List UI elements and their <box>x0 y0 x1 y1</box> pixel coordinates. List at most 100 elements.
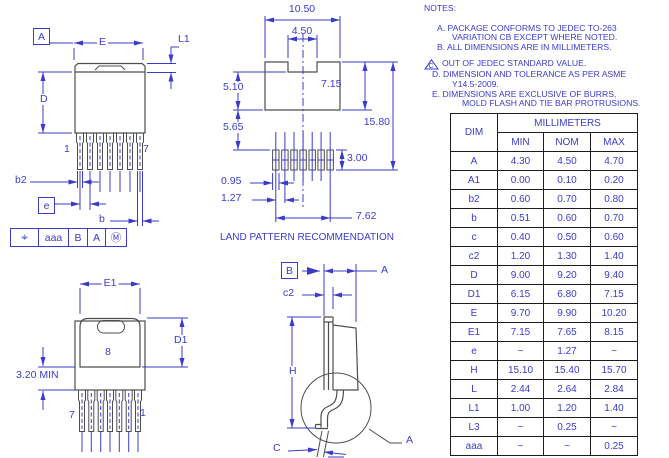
table-cell-min: ~ <box>497 436 544 456</box>
mmc-modifier-icon: Ⓜ <box>105 229 126 246</box>
table-cell-dim: aaa <box>450 436 498 456</box>
land-dim-gap-height: 5.65 <box>221 121 246 133</box>
table-cell-dim: D1 <box>450 284 498 304</box>
side-view-linework <box>287 264 402 458</box>
table-header-max: MAX <box>590 132 638 152</box>
note-c-row: C OUT OF JEDEC STANDARD VALUE. <box>424 59 669 70</box>
table-cell-dim: E1 <box>450 322 498 342</box>
table-cell-min: 0.40 <box>497 227 544 247</box>
land-pattern-linework <box>233 16 398 222</box>
table-cell-max: 0.25 <box>590 436 638 456</box>
table-cell-max: ~ <box>590 417 638 437</box>
datum-e-flag: e <box>38 197 55 214</box>
table-cell-max: 15.70 <box>590 360 638 380</box>
back-dim-e1: E1 <box>101 277 119 289</box>
table-cell-dim: L1 <box>450 398 498 418</box>
table-cell-min: 1.00 <box>497 398 544 418</box>
back-pin-7-label: 7 <box>69 409 75 421</box>
land-dim-pad-pitch: 1.27 <box>221 192 242 204</box>
table-cell-min: 9.70 <box>497 303 544 323</box>
fcf-datum-a: A <box>87 229 105 246</box>
fcf-datum-b: B <box>68 229 87 246</box>
front-view-linework <box>30 40 179 226</box>
table-cell-nom: 9.90 <box>543 303 591 323</box>
side-dim-c2: c2 <box>283 287 295 299</box>
table-cell-max: 2.84 <box>590 379 638 399</box>
table-cell-nom: 1.30 <box>543 246 591 266</box>
dim-label-l1: L1 <box>178 33 190 45</box>
table-cell-nom: 6.80 <box>543 284 591 304</box>
back-view-linework <box>38 281 188 452</box>
dim-label-b: b <box>99 213 105 225</box>
table-cell-min: 1.20 <box>497 246 544 266</box>
table-cell-dim: D <box>450 265 498 285</box>
land-dim-pad-span: 7.62 <box>356 210 377 222</box>
table-cell-dim: A1 <box>450 170 498 190</box>
note-d-line2: Y14.5-2009. <box>452 78 499 89</box>
table-cell-max: 8.15 <box>590 322 638 342</box>
land-dim-overall-width: 10.50 <box>288 3 316 15</box>
table-cell-min: ~ <box>497 341 544 361</box>
table-row: aaa~~0.25 <box>450 436 638 456</box>
table-header-nom: NOM <box>543 132 591 152</box>
table-cell-min: 7.15 <box>497 322 544 342</box>
back-pin-1-label: 1 <box>140 407 146 419</box>
table-cell-nom: ~ <box>543 436 591 456</box>
side-dim-a: A <box>381 264 389 276</box>
table-header-dim: DIM <box>450 113 498 152</box>
back-pad-8-label: 8 <box>105 346 111 358</box>
table-cell-nom: 9.20 <box>543 265 591 285</box>
side-dim-c: C <box>273 442 281 454</box>
table-cell-min: 4.30 <box>497 151 544 171</box>
table-header-millimeters: MILLIMETERS <box>497 113 638 133</box>
side-dim-h: H <box>287 365 299 377</box>
land-dim-pad-width: 0.95 <box>221 175 242 187</box>
table-cell-max: 0.60 <box>590 227 638 247</box>
pin-7-label: 7 <box>143 143 149 155</box>
land-dim-body-height: 7.15 <box>321 78 342 90</box>
table-cell-dim: e <box>450 341 498 361</box>
datum-a-label: A <box>37 30 45 43</box>
table-cell-nom: 15.40 <box>543 360 591 380</box>
table-cell-max: 9.40 <box>590 265 638 285</box>
table-cell-min: 0.51 <box>497 208 544 228</box>
notes-heading: NOTES: <box>424 3 456 13</box>
land-dim-notch-width: 4.50 <box>291 25 313 37</box>
table-cell-max: 7.15 <box>590 284 638 304</box>
table-cell-dim: b <box>450 208 498 228</box>
table-cell-min: 0.00 <box>497 170 544 190</box>
table-cell-nom: 0.50 <box>543 227 591 247</box>
note-d-line1: D. DIMENSION AND TOLERANCE AS PER ASME <box>432 69 627 80</box>
table-cell-max: 0.80 <box>590 189 638 209</box>
feature-control-frame: ⌖ aaa B A Ⓜ <box>10 228 127 247</box>
table-cell-dim: L <box>450 379 498 399</box>
datum-b-label: B <box>285 264 293 277</box>
note-e-line2: MOLD FLASH AND TIE BAR PROTRUSIONS. <box>462 98 641 109</box>
notes-block: NOTES: A. PACKAGE CONFORMS TO JEDEC TO-2… <box>424 3 669 109</box>
note-c-flag-letter: C <box>428 63 433 70</box>
table-row: L3~0.25~ <box>450 417 638 437</box>
pin-1-label: 1 <box>64 143 70 155</box>
datum-a-flag: A <box>33 28 50 45</box>
table-cell-max: 0.70 <box>590 208 638 228</box>
table-cell-max: 1.40 <box>590 246 638 266</box>
table-row: e~1.27~ <box>450 341 638 361</box>
dim-label-b2: b2 <box>15 174 27 186</box>
datum-b-flag: B <box>281 262 298 279</box>
dim-label-d: D <box>38 93 50 105</box>
land-pattern-title: LAND PATTERN RECOMMENDATION <box>220 232 394 243</box>
land-dim-pad-height: 3.00 <box>347 152 368 164</box>
table-cell-min: 2.44 <box>497 379 544 399</box>
table-cell-max: 10.20 <box>590 303 638 323</box>
